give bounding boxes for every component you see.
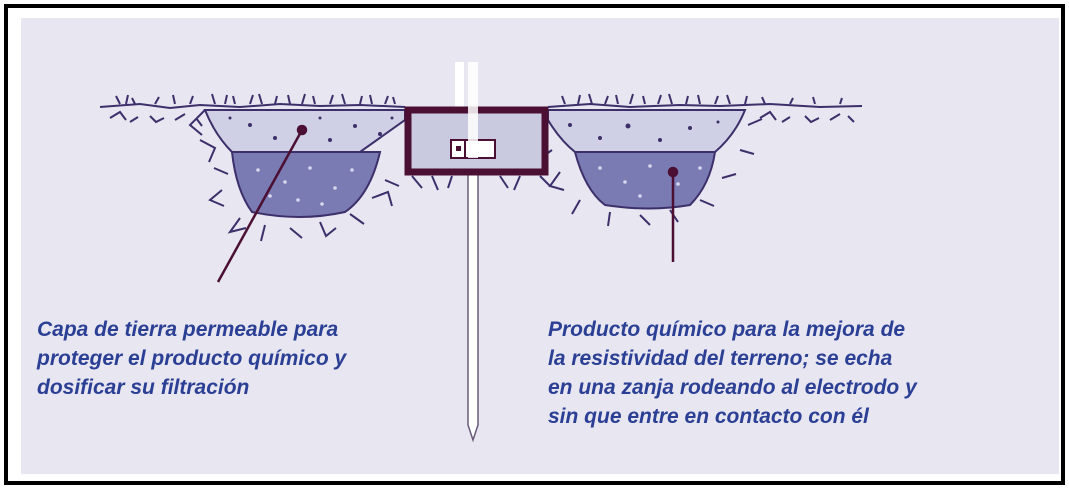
right-chemical-layer [573, 151, 717, 210]
leader-lines [216, 124, 679, 283]
left-chemical-layer [230, 151, 382, 218]
ground-surface [99, 93, 863, 127]
chemical-product-caption: Producto químico para la mejora de la re… [548, 318, 917, 428]
permeable-layer-caption: Capa de tierra permeable para proteger e… [37, 318, 347, 399]
inspection-box [404, 62, 551, 191]
right-permeable-layer [547, 109, 747, 153]
right-trench [534, 109, 763, 227]
diagram-panel [21, 18, 1059, 474]
